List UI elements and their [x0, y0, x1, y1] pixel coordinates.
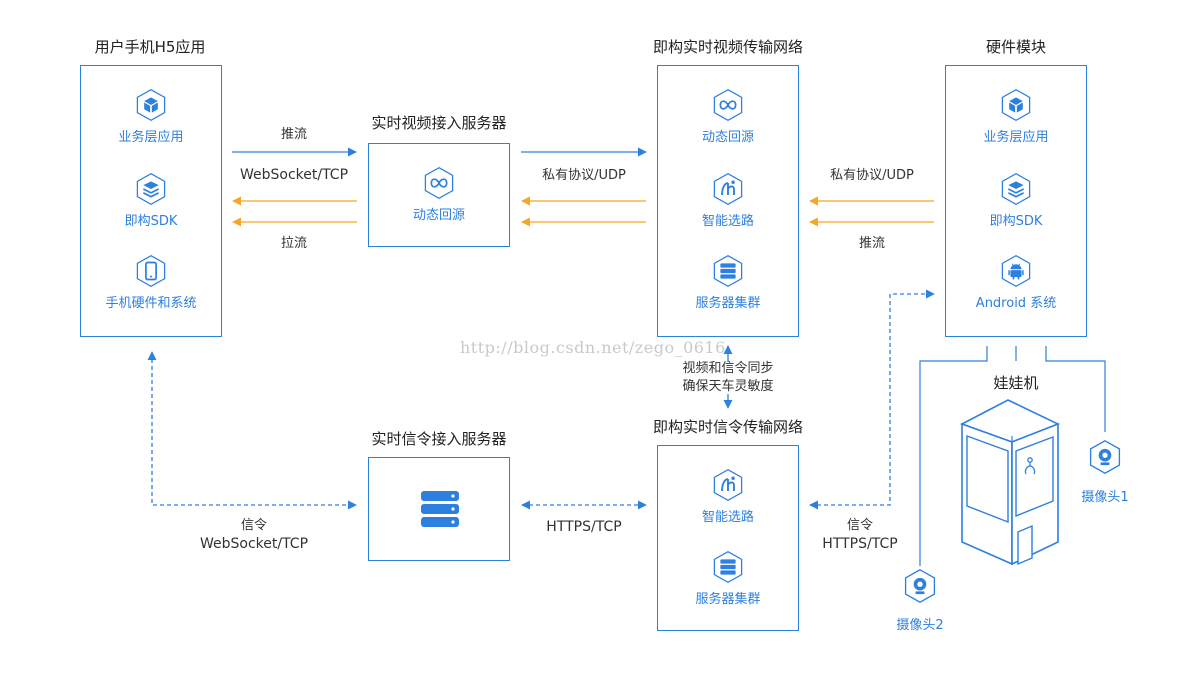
push-label-2: 推流	[858, 236, 885, 251]
signal-label-2-line2: HTTPS/TCP	[822, 536, 898, 552]
https-label-1: HTTPS/TCP	[546, 519, 622, 535]
hardware-item-business: 业务层应用	[946, 88, 1086, 145]
camera1-label: 摄像头1	[1081, 490, 1129, 505]
layers-icon	[1001, 172, 1031, 206]
video-server-item-origin: 动态回源	[369, 166, 509, 223]
video-network-item-origin: 动态回源	[658, 88, 798, 145]
cube-icon	[136, 88, 166, 122]
claw-machine-icon	[960, 399, 1061, 566]
routing-icon	[713, 468, 743, 502]
video-server-item-origin-label: 动态回源	[412, 208, 465, 223]
video-network-item-cluster: 服务器集群	[658, 254, 798, 311]
signal-network-item-cluster: 服务器集群	[658, 550, 798, 607]
signal-network-box: 智能选路 服务器集群	[657, 445, 799, 631]
video-server-box: 动态回源	[368, 143, 510, 247]
h5-item-business: 业务层应用	[81, 88, 221, 145]
signal-label-2-line1: 信令	[846, 518, 873, 533]
h5-item-phone-label: 手机硬件和系统	[105, 296, 197, 311]
hardware-item-sdk-label: 即构SDK	[989, 214, 1043, 229]
h5-item-business-label: 业务层应用	[118, 130, 184, 145]
video-network-box: 动态回源 智能选路 服务器集群	[657, 65, 799, 337]
h5-app-title: 用户手机H5应用	[94, 38, 206, 56]
hardware-item-android: Android 系统	[946, 254, 1086, 311]
video-network-item-origin-label: 动态回源	[701, 130, 754, 145]
server-stack-icon	[713, 254, 743, 288]
android-icon	[1001, 254, 1031, 288]
hardware-item-sdk: 即构SDK	[946, 172, 1086, 229]
push-label-1: 推流	[280, 127, 307, 142]
hardware-item-android-label: Android 系统	[975, 296, 1057, 311]
watermark: http://blog.csdn.net/zego_0616	[460, 338, 726, 357]
signal-network-item-cluster-label: 服务器集群	[695, 592, 761, 607]
sync-note: 视频和信令同步 确保天车灵敏度	[668, 360, 788, 396]
video-network-title: 即构实时视频传输网络	[652, 38, 803, 56]
pull-label-1: 拉流	[280, 236, 307, 251]
phone-icon	[136, 254, 166, 288]
server-stack-icon	[713, 550, 743, 584]
camera2-label: 摄像头2	[896, 618, 944, 633]
hardware-signal-dashed	[809, 289, 935, 510]
video-network-item-routing: 智能选路	[658, 172, 798, 229]
server-icon	[421, 491, 459, 527]
h5-app-box: 业务层应用 即构SDK 手机硬件和系统	[80, 65, 222, 337]
video-network-item-cluster-label: 服务器集群	[695, 296, 761, 311]
signal-network-title: 即构实时信令传输网络	[652, 418, 803, 436]
signal-server-title: 实时信令接入服务器	[371, 430, 507, 448]
hardware-box: 业务层应用 即构SDK Android 系统	[945, 65, 1087, 337]
signal-label-1: 信令 WebSocket/TCP	[192, 517, 316, 553]
camera-icon	[1089, 440, 1121, 474]
h5-item-sdk-label: 即构SDK	[124, 214, 178, 229]
h5-item-sdk: 即构SDK	[81, 172, 221, 229]
h5-item-phone: 手机硬件和系统	[81, 254, 221, 311]
private-protocol-label-1: 私有协议/UDP	[542, 168, 626, 183]
signal-label-1-line1: 信令	[240, 518, 267, 533]
signal-network-item-routing: 智能选路	[658, 468, 798, 525]
hardware-title: 硬件模块	[985, 38, 1046, 56]
signal-network-item-routing-label: 智能选路	[701, 510, 754, 525]
camera-icon	[904, 569, 936, 603]
routing-icon	[713, 172, 743, 206]
video-server-title: 实时视频接入服务器	[371, 114, 507, 132]
cam1-wire	[1045, 346, 1106, 432]
signal-server-box	[368, 457, 510, 561]
claw-machine-title: 娃娃机	[993, 374, 1039, 392]
infinity-icon	[713, 88, 743, 122]
signal-label-2: 信令 HTTPS/TCP	[810, 517, 910, 553]
infinity-icon	[424, 166, 454, 200]
video-network-item-routing-label: 智能选路	[701, 214, 754, 229]
layers-icon	[136, 172, 166, 206]
cam2-wire	[919, 346, 988, 566]
private-protocol-label-2: 私有协议/UDP	[830, 168, 914, 183]
sync-note-line2: 确保天车灵敏度	[682, 379, 774, 394]
h5-signal-dashed	[147, 351, 357, 510]
cube-icon	[1001, 88, 1031, 122]
signal-label-1-line2: WebSocket/TCP	[199, 536, 309, 552]
hardware-item-business-label: 业务层应用	[983, 130, 1049, 145]
websocket-label-1: WebSocket/TCP	[239, 167, 349, 183]
sync-note-line1: 视频和信令同步	[682, 361, 774, 376]
